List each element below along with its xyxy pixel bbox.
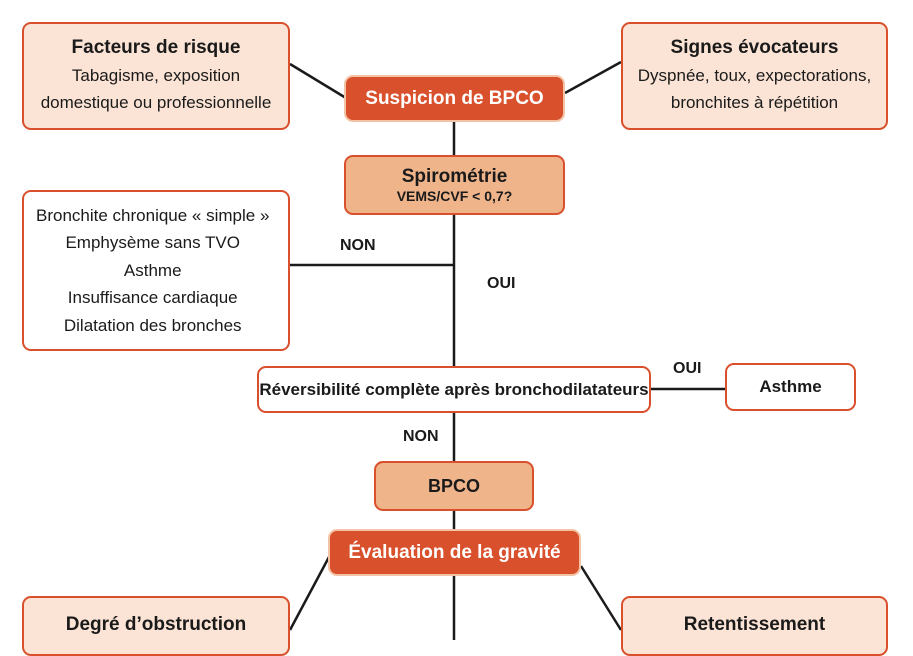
signs-title: Signes évocateurs	[670, 36, 839, 58]
connector-severity-impact	[579, 565, 623, 631]
bpco-box: BPCO	[374, 461, 534, 511]
impact-box: Retentissement	[621, 596, 888, 656]
spirometry-title: Spirométrie	[401, 165, 508, 187]
list-item: Insuffisance cardiaque	[67, 288, 238, 308]
connector-lines	[288, 60, 726, 640]
reversibility-label: Réversibilité complète après bronchodila…	[259, 379, 649, 399]
spirometry-subtitle: VEMS/CVF < 0,7?	[396, 187, 513, 204]
signs-line-2: bronchites à répétition	[670, 92, 839, 112]
connector-risk-suspicion	[289, 62, 347, 100]
list-item: Dilatation des bronches	[63, 315, 242, 335]
risk-factors-line-2: domestique ou professionnelle	[40, 92, 272, 112]
obstruction-title: Degré d’obstruction	[65, 614, 247, 635]
risk-factors-line-1: Tabagisme, exposition	[71, 65, 241, 85]
list-item: Emphysème sans TVO	[65, 233, 240, 253]
risk-factors-title: Facteurs de risque	[71, 36, 241, 58]
label-non-spirometry: NON	[340, 237, 376, 254]
obstruction-box: Degré d’obstruction	[22, 596, 290, 656]
differentials-list: Bronchite chronique « simple » Emphysème…	[36, 202, 269, 340]
bpco-label: BPCO	[427, 476, 480, 496]
suspicion-box: Suspicion de BPCO	[344, 75, 565, 122]
reversibility-box: Réversibilité complète après bronchodila…	[257, 366, 651, 413]
label-non-reversibility: NON	[403, 428, 439, 445]
asthma-label: Asthme	[759, 377, 822, 396]
risk-factors-box: Facteurs de risque Tabagisme, exposition…	[22, 22, 290, 130]
differentials-box: Bronchite chronique « simple » Emphysème…	[22, 190, 290, 351]
asthma-box: Asthme	[725, 363, 856, 411]
signs-line-1: Dyspnée, toux, expectorations,	[637, 65, 872, 85]
connector-severity-obstruction	[288, 556, 331, 631]
severity-box: Évaluation de la gravité	[328, 529, 581, 576]
signs-box: Signes évocateurs Dyspnée, toux, expecto…	[621, 22, 888, 130]
severity-label: Évaluation de la gravité	[348, 541, 561, 563]
connector-signs-suspicion	[564, 60, 622, 95]
list-item: Asthme	[123, 260, 182, 280]
suspicion-label: Suspicion de BPCO	[365, 87, 544, 109]
label-oui-reversibility: OUI	[673, 360, 702, 377]
label-oui-spirometry: OUI	[487, 275, 516, 292]
list-item: Bronchite chronique « simple »	[36, 205, 270, 225]
impact-title: Retentissement	[683, 614, 826, 635]
spirometry-box: Spirométrie VEMS/CVF < 0,7?	[344, 155, 565, 215]
